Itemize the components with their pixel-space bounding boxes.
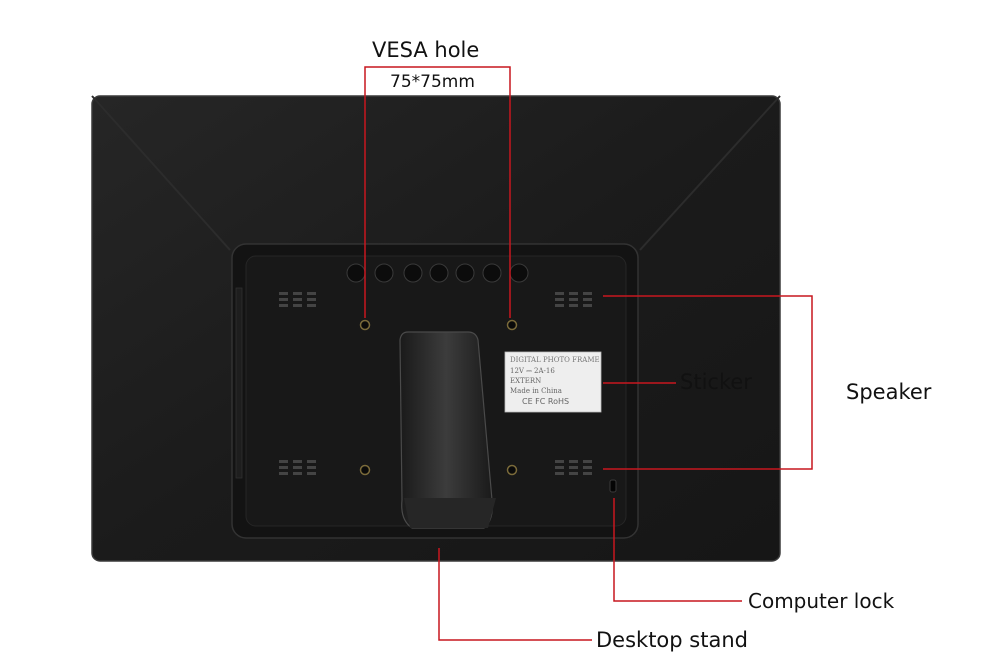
- sticker-extern: EXTERN: [510, 377, 542, 385]
- speaker-callout: [603, 295, 813, 470]
- sticker-origin: Made in China: [510, 387, 562, 395]
- stand-foot: [404, 498, 496, 528]
- vesa-size-label: 75*75mm: [390, 72, 475, 92]
- control-buttons: [346, 263, 529, 283]
- computer-lock-label: Computer lock: [748, 589, 895, 613]
- annotation-lines: [364, 66, 813, 641]
- panel-bevel: [639, 95, 781, 251]
- speaker-grille-bottom-left: [279, 460, 316, 475]
- computer-lock-slot: [609, 479, 617, 493]
- computer-lock-callout: [613, 498, 742, 602]
- desktop-stand-label: Desktop stand: [596, 628, 748, 652]
- desktop-stand-callout: [438, 548, 592, 641]
- sticker-label: Sticker: [680, 370, 752, 394]
- rating-sticker: [504, 351, 602, 413]
- vesa-hole-callout: [364, 66, 511, 318]
- panel-bevel: [91, 95, 231, 251]
- speaker-grille-top-right: [555, 292, 592, 307]
- vesa-hole-label: VESA hole: [372, 38, 480, 62]
- sticker-title: DIGITAL PHOTO FRAME: [510, 356, 600, 364]
- speaker-label: Speaker: [846, 380, 932, 404]
- sticker-power: 12V ⎓ 2A-16: [510, 367, 555, 375]
- sticker-certification-marks: CE FC RoHS: [522, 397, 570, 406]
- speaker-grille-top-left: [279, 292, 316, 307]
- speaker-grille-bottom-right: [555, 460, 592, 475]
- side-button-strip: [235, 287, 243, 479]
- vesa-screw-holes: [359, 319, 518, 476]
